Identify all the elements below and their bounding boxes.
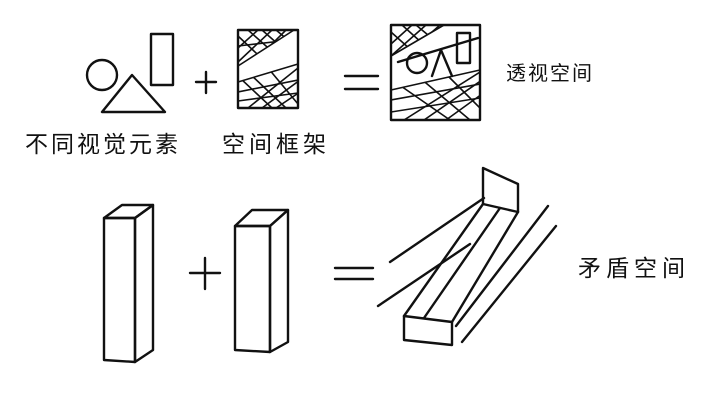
box-side-face	[133, 203, 155, 364]
perspective-diagonal-line	[396, 36, 480, 64]
trough-outer-line	[454, 204, 550, 328]
visual-elements-figure	[85, 32, 175, 114]
hatch-line	[267, 67, 298, 105]
hatch-line	[391, 25, 427, 56]
hatch-line	[249, 73, 287, 108]
circle-shape	[85, 58, 119, 92]
triangle-shape	[430, 48, 454, 78]
trough-outer-line	[376, 242, 472, 308]
space-frame-top-hatching	[238, 30, 294, 66]
equals-sign-bottom	[333, 266, 375, 281]
hatch-line	[238, 92, 298, 102]
hatch-line	[443, 71, 480, 109]
trough-inner-edge	[422, 206, 502, 320]
perspective-top-edge	[390, 24, 445, 57]
perspective-space-figure	[389, 23, 482, 122]
trough-long-edge-left	[402, 202, 485, 318]
space-frame-label: 空间框架	[222, 132, 330, 158]
wide-box-figure	[233, 208, 290, 354]
hatch-line	[419, 77, 471, 120]
rectangle-shape	[149, 32, 175, 87]
plus-sign-top	[194, 70, 218, 95]
trough-outer-line	[460, 224, 558, 344]
space-frame-bottom-hatching	[238, 67, 298, 108]
space-frame-top-edge	[237, 29, 295, 67]
triangle-shape	[100, 73, 167, 114]
trough-long-edge-right	[450, 210, 520, 324]
space-frame-figure	[236, 28, 300, 110]
hatch-line	[238, 30, 273, 63]
tall-box-figure	[102, 203, 155, 364]
hatch-line	[247, 67, 298, 108]
hatch-line	[275, 91, 298, 108]
trough-outer-line	[388, 196, 486, 264]
contradictory-space-label: 矛盾空间	[578, 256, 690, 282]
perspective-bottom-hatching	[391, 71, 480, 120]
hatch-line	[445, 93, 480, 120]
trough-far-end	[481, 166, 520, 214]
perspective-bottom-edge	[390, 69, 481, 91]
box-side-face	[268, 208, 290, 354]
visual-elements-label: 不同视觉元素	[25, 132, 181, 158]
hatch-line	[415, 25, 444, 51]
circle-shape	[405, 51, 429, 75]
space-frame-bottom-edge	[237, 63, 299, 83]
trough-near-end-face	[402, 314, 454, 347]
hatch-line	[397, 83, 451, 120]
hatch-line	[391, 97, 480, 113]
rectangle-shape	[455, 31, 472, 65]
box-front-face	[233, 224, 272, 354]
hatch-line	[391, 25, 413, 45]
equals-sign-top	[343, 74, 380, 91]
plus-sign-bottom	[188, 256, 222, 291]
perspective-space-label: 透视空间	[506, 61, 594, 85]
hatch-line	[261, 79, 298, 108]
hatch-line	[423, 79, 480, 120]
box-front-face	[102, 216, 137, 364]
impossible-trough-figure	[376, 166, 558, 347]
hatch-line	[238, 79, 298, 93]
hatch-line	[239, 77, 273, 108]
